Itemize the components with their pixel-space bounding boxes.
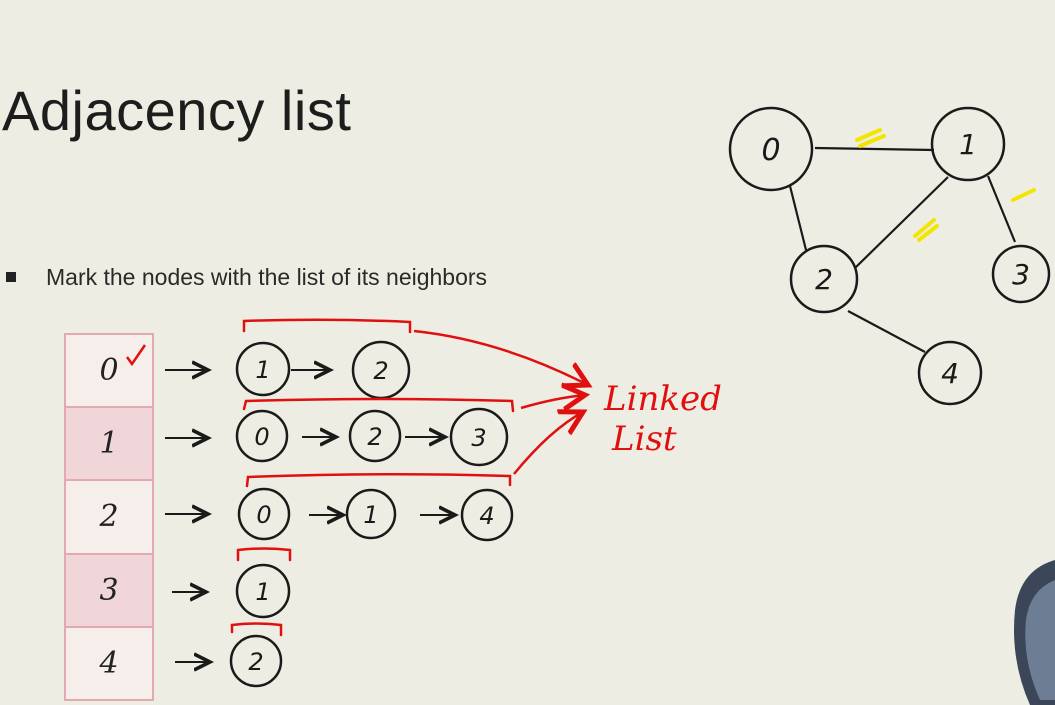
index-cell: 2 [66, 481, 152, 555]
presenter-video-thumbnail [1014, 560, 1055, 705]
graph-edge [814, 146, 935, 152]
list-node [229, 634, 283, 688]
list-node [237, 487, 291, 541]
list-node-label: 2 [367, 423, 382, 451]
graph-node-label: 2 [815, 263, 833, 296]
list-node [235, 341, 291, 397]
list-node [460, 488, 514, 542]
list-node [345, 488, 397, 540]
list-node-label: 0 [254, 423, 269, 451]
bullet-text: Mark the nodes with the list of its neig… [46, 263, 488, 290]
graph-edge [847, 310, 926, 353]
list-node [235, 563, 291, 619]
list-node-label: 1 [255, 578, 270, 606]
list-bracket [242, 397, 515, 413]
index-cell: 4 [66, 627, 152, 699]
highlight-mark [1011, 188, 1036, 202]
annotation-arrow [520, 395, 585, 408]
list-node [449, 407, 509, 467]
list-node [348, 409, 402, 463]
graph-edge [854, 176, 949, 269]
graph-node-label: 4 [941, 357, 959, 390]
list-node-label: 1 [255, 356, 270, 384]
annotation-label-line1: Linked [603, 379, 722, 419]
graph-edge [986, 175, 1017, 243]
list-node-label: 1 [363, 501, 378, 529]
graph-node [991, 244, 1051, 304]
list-node-label: 2 [373, 357, 388, 385]
annotation-arrow [413, 329, 588, 385]
list-bracket [245, 472, 512, 488]
graph-node [917, 340, 983, 406]
graph-node [930, 106, 1006, 182]
list-node-label: 2 [248, 648, 263, 676]
list-bracket [242, 318, 412, 334]
bullet-point: Mark the nodes with the list of its neig… [6, 262, 487, 292]
slide-title: Adjacency list [2, 79, 352, 142]
graph-node [728, 106, 814, 192]
list-node [235, 409, 289, 463]
bullet-square-icon [6, 272, 16, 282]
index-array: 0 1 2 3 4 [64, 333, 154, 701]
annotation-label-line2: List [611, 419, 677, 459]
index-cell: 1 [66, 408, 152, 482]
graph-node [789, 244, 859, 314]
graph-node-label: 3 [1012, 258, 1030, 291]
graph-node-label: 0 [761, 133, 780, 168]
check-mark-icon [125, 344, 147, 367]
graph-node-label: 1 [959, 128, 977, 161]
graph-edges [788, 146, 1017, 353]
graph-edge [788, 185, 808, 251]
highlight-mark [855, 128, 886, 148]
list-node-label: 0 [256, 501, 271, 529]
index-cell: 3 [66, 554, 152, 628]
annotation-arrow [513, 412, 583, 475]
list-bracket [236, 547, 292, 562]
highlight-mark [913, 218, 939, 242]
list-node-label: 4 [479, 502, 494, 530]
index-cell: 0 [66, 335, 152, 409]
list-bracket [230, 622, 283, 637]
list-node-label: 3 [471, 424, 486, 452]
